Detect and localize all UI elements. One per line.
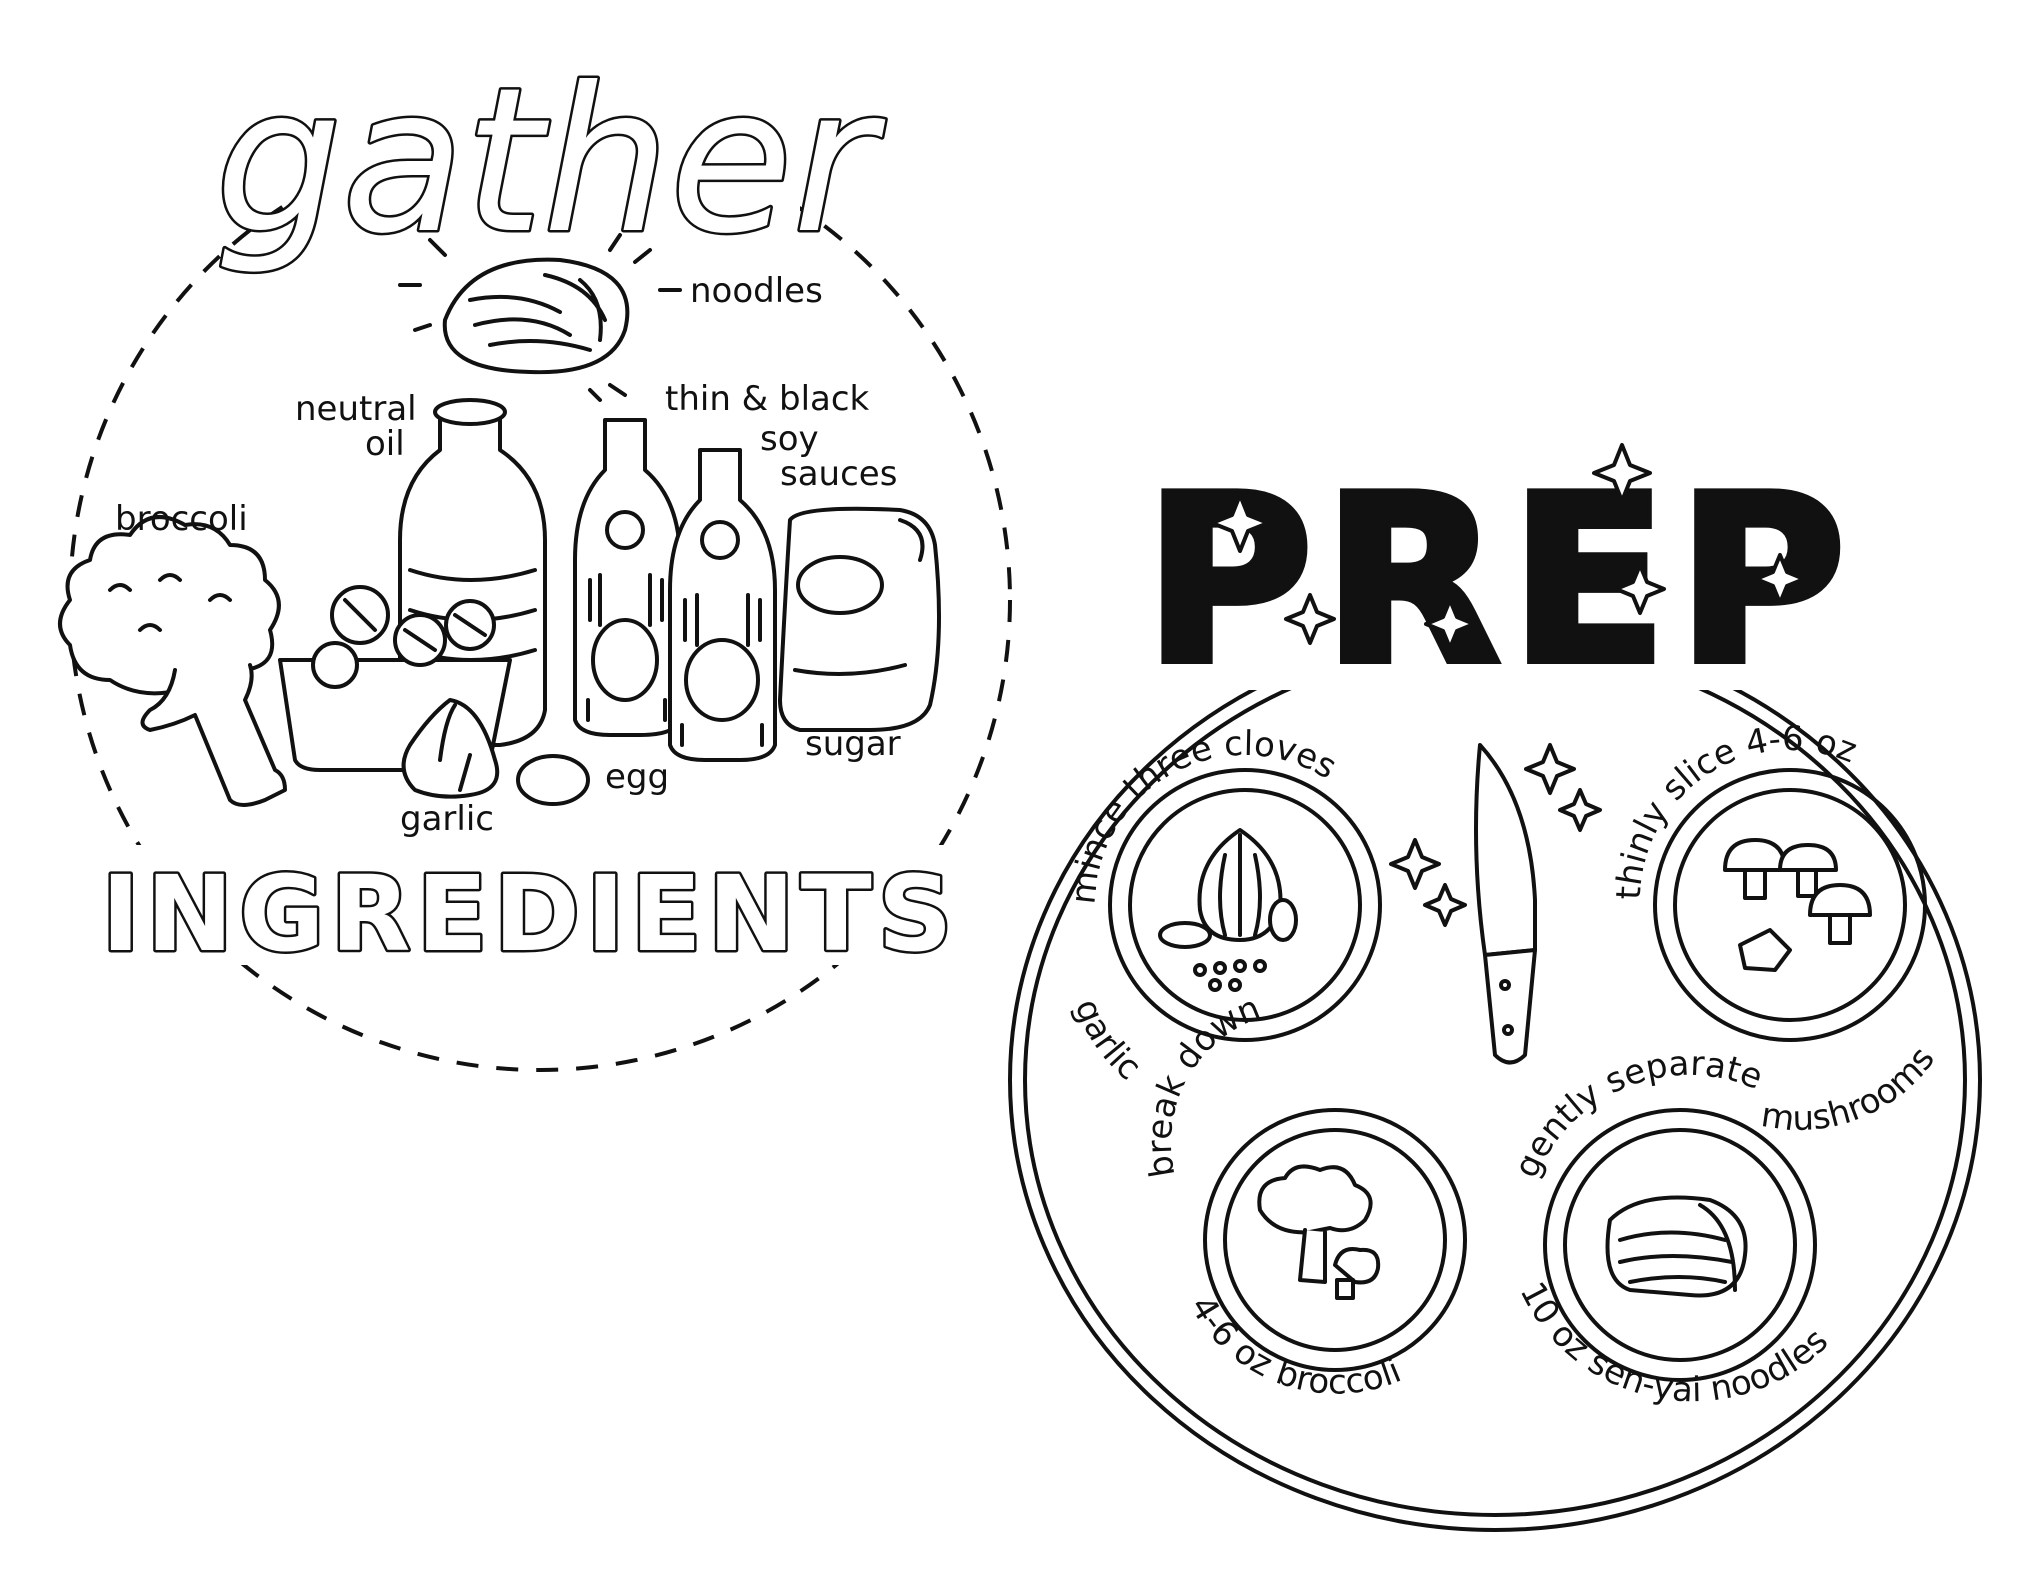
step-action: gently separate: [1507, 1044, 1769, 1184]
ingredients-section: gather noodles neutral oil thin &: [58, 30, 1012, 1072]
sen-yai-noodles-icon: [1605, 1195, 1748, 1298]
plate-outer: [1653, 768, 1927, 1042]
prep-step-broccoli: break down 4-6 oz broccoli: [1140, 988, 1467, 1403]
step-action: thinly slice 4-6 oz: [1609, 719, 1862, 901]
broccoli-label: broccoli: [115, 499, 248, 539]
mushroom-icon: [1723, 838, 1872, 972]
plate-outer: [1543, 1108, 1817, 1382]
ingredients-title-mask: [100, 845, 970, 965]
egg-illustration: [516, 754, 590, 806]
sauces-label-line3: sauces: [780, 454, 897, 494]
plate-outer: [1108, 768, 1382, 1042]
svg-text:thinly slice 4-6 oz: thinly slice 4-6 oz: [1609, 719, 1862, 901]
gather-title-mask: [300, 30, 800, 290]
gather-title: gather: [215, 45, 886, 278]
egg-label: egg: [605, 757, 669, 797]
sauces-label-line2: soy: [760, 419, 819, 459]
plate-outer: [1203, 1108, 1467, 1372]
oil-label-line1: neutral: [295, 389, 417, 429]
noodles-illustration: [398, 233, 652, 402]
garlic-label: garlic: [400, 799, 494, 839]
step-item: garlic: [1066, 993, 1148, 1088]
plate-inner: [1223, 1128, 1447, 1352]
step-action: break down: [1140, 988, 1266, 1180]
svg-text:mushrooms: mushrooms: [1759, 1039, 1943, 1139]
sauces-label-line1: thin & black: [665, 379, 870, 419]
step-item: mushrooms: [1759, 1039, 1943, 1139]
broccoli-illustration: [58, 515, 287, 807]
svg-text:break down: break down: [1140, 988, 1266, 1180]
plate-inner: [1563, 1128, 1797, 1362]
knife-illustration: [1474, 743, 1537, 1065]
step-item: 10 oz sen-yai noodles: [1512, 1276, 1836, 1411]
garlic-bulb-icon: [1158, 828, 1298, 992]
prep-section: PREP: [1008, 430, 1982, 1532]
broccoli-floret-icon: [1257, 1164, 1381, 1300]
sugar-bag-illustration: [778, 506, 941, 732]
oil-label-line2: oil: [365, 424, 405, 464]
plate-inner: [1673, 788, 1907, 1022]
sugar-label: sugar: [805, 724, 901, 764]
soy-sauce-bottles-illustration: [573, 418, 777, 762]
svg-text:gently separate: gently separate: [1507, 1044, 1769, 1184]
prep-title-mask: [1180, 430, 1840, 690]
prep-title: PREP: [1144, 448, 1855, 715]
noodles-label: noodles: [690, 271, 823, 311]
ingredients-title: INGREDIENTS: [101, 853, 958, 975]
plate-inner: [1128, 788, 1362, 1022]
svg-text:garlic: garlic: [1066, 993, 1148, 1088]
svg-text:4-6 oz broccoli: 4-6 oz broccoli: [1182, 1289, 1407, 1403]
garlic-illustration: [401, 698, 500, 799]
svg-text:10 oz sen-yai noodles: 10 oz sen-yai noodles: [1512, 1276, 1836, 1411]
step-item: 4-6 oz broccoli: [1182, 1289, 1407, 1403]
sparkle-icons: [1210, 443, 1806, 927]
